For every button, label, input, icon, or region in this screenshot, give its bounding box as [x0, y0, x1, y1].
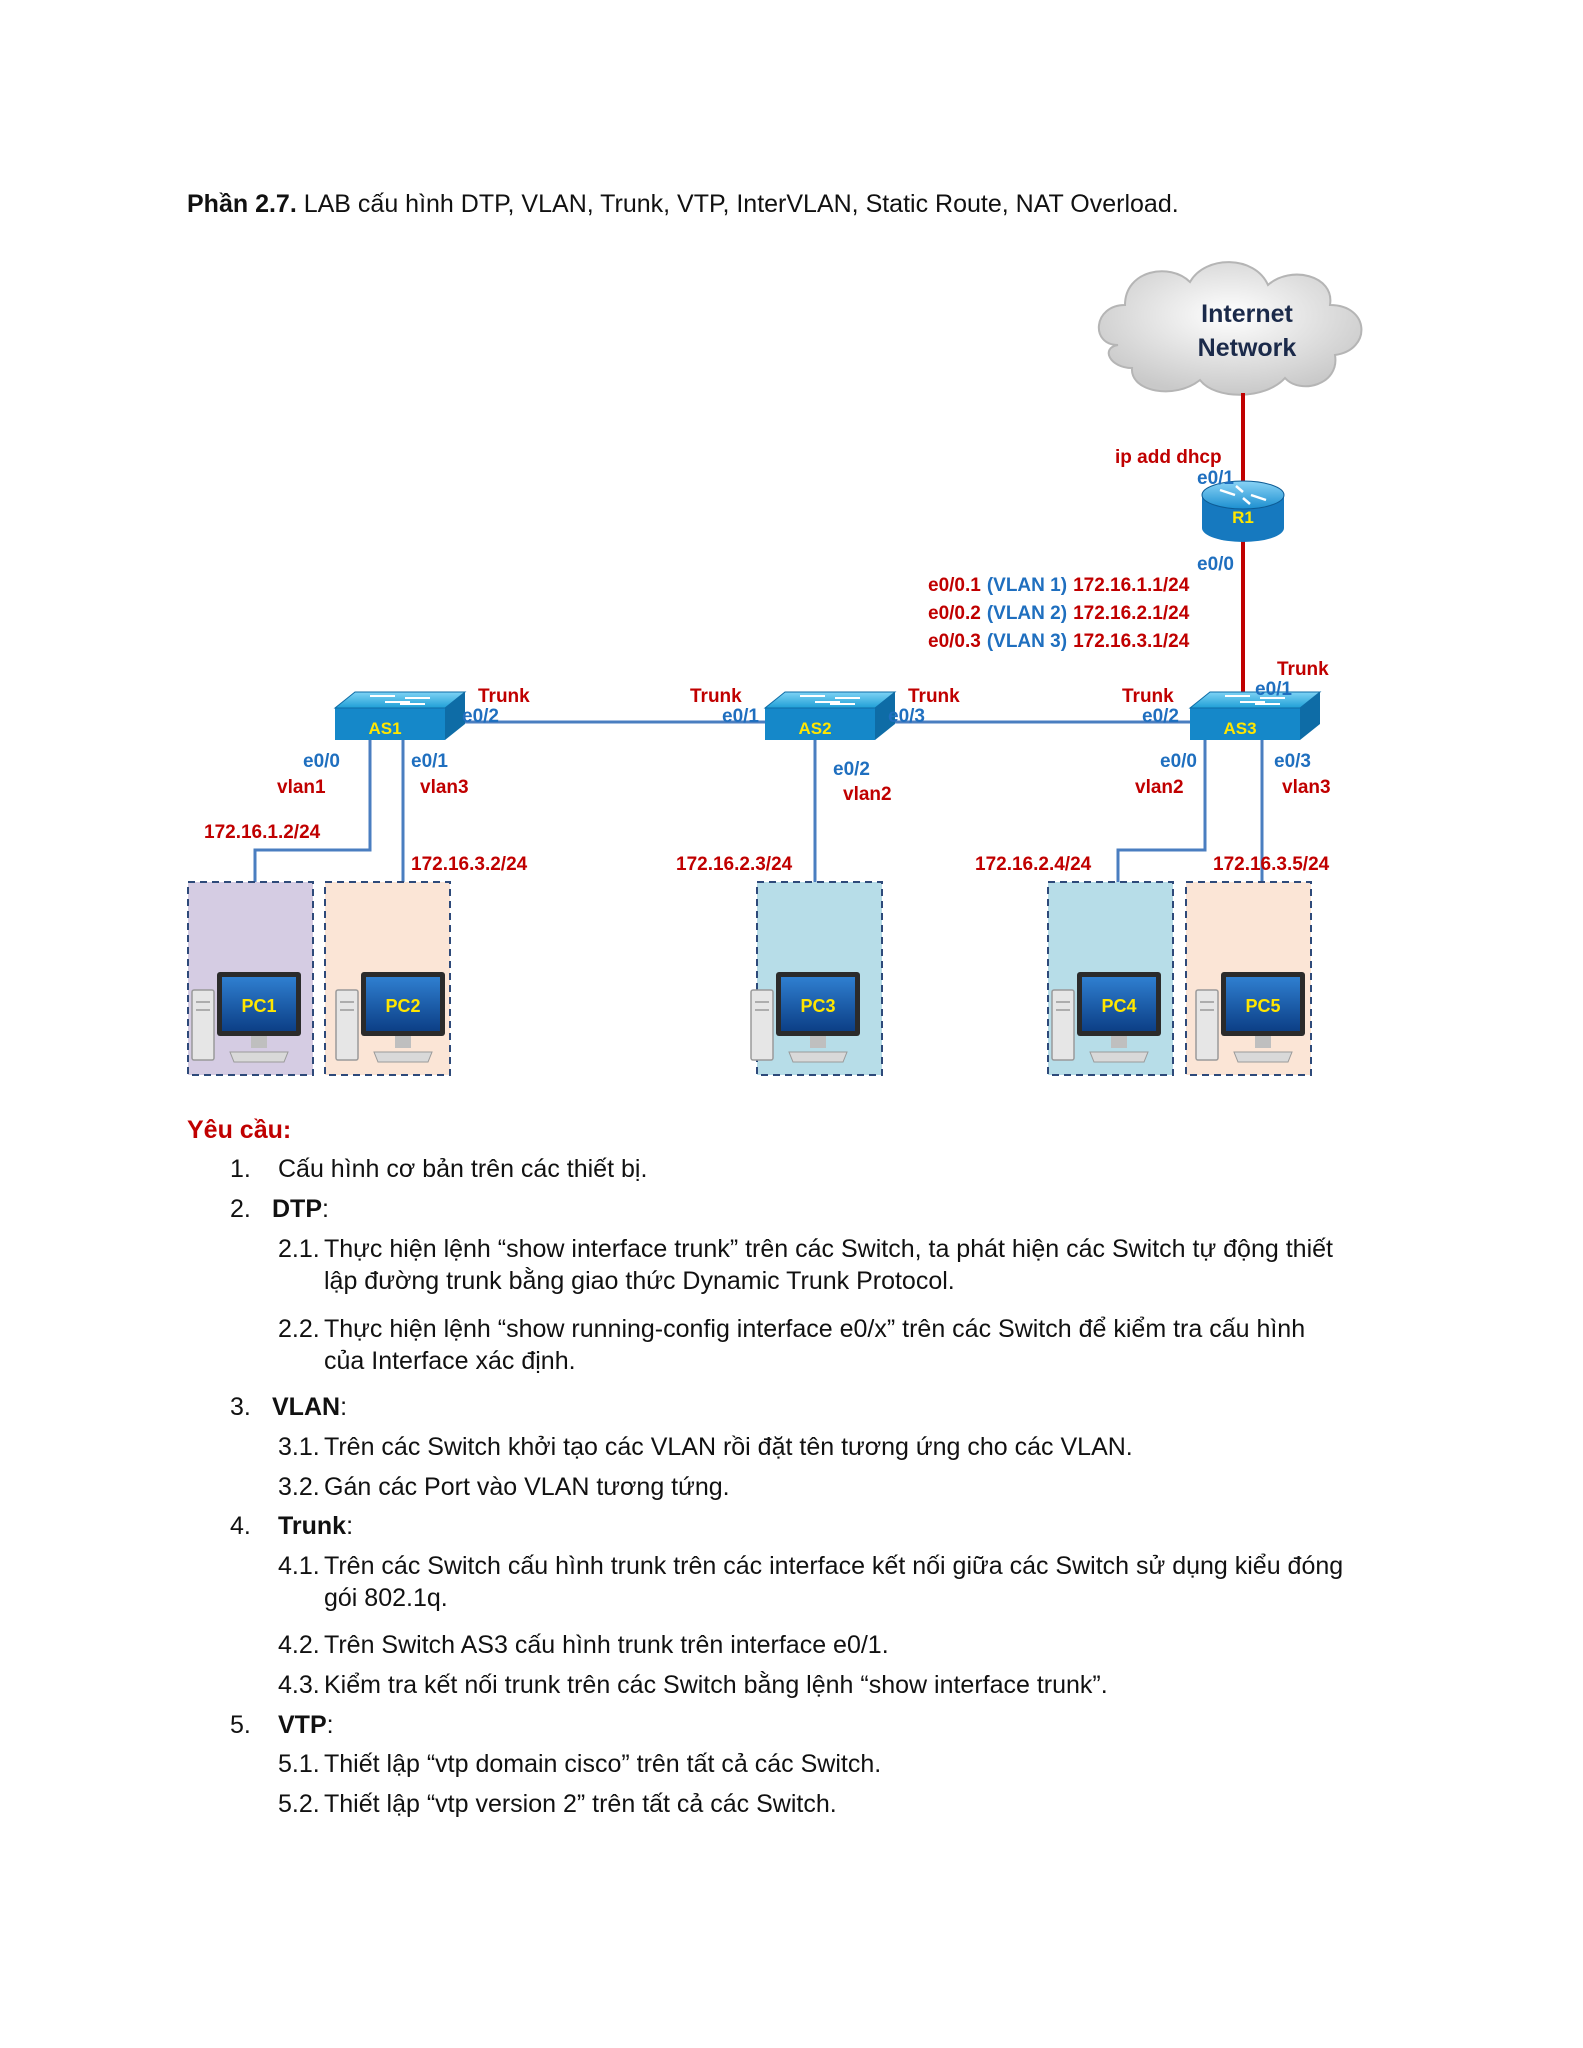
as1-e00-label: e0/0	[303, 751, 340, 772]
svg-text:e0/0.2(VLAN 2)172.16.2.1/24: e0/0.2(VLAN 2)172.16.2.1/24	[928, 603, 1190, 624]
switch-as1-icon: AS1	[333, 691, 467, 740]
req-item-3-1: 3.1.Trên các Switch khởi tạo các VLAN rồ…	[278, 1433, 1133, 1461]
as3-e03-vlan: vlan3	[1282, 777, 1331, 798]
pc1-ip: 172.16.1.2/24	[204, 822, 321, 843]
pc5-icon: PC5	[1195, 971, 1306, 1063]
pc5-label: PC5	[1245, 996, 1280, 1016]
pc2-ip: 172.16.3.2/24	[411, 854, 528, 875]
trunk-label-as3-left: Trunk	[1122, 686, 1174, 707]
switch-as1-label: AS1	[368, 719, 401, 738]
r1-subinterface-3: e0/0.3(VLAN 3)172.16.3.1/24	[928, 631, 1190, 652]
section-heading: Phần 2.7. LAB cấu hình DTP, VLAN, Trunk,…	[187, 190, 1179, 219]
as2-e01-label: e0/1	[722, 706, 759, 727]
svg-text:e0/0.3(VLAN 3)172.16.3.1/24: e0/0.3(VLAN 3)172.16.3.1/24	[928, 631, 1190, 652]
trunk-label-as2-left: Trunk	[690, 686, 742, 707]
pc4-label: PC4	[1101, 996, 1136, 1016]
router-r1-icon: R1	[1201, 480, 1285, 542]
pc1-label: PC1	[241, 996, 276, 1016]
pc5-ip: 172.16.3.5/24	[1213, 854, 1330, 875]
as1-e00-vlan: vlan1	[277, 777, 326, 798]
pc4-icon: PC4	[1051, 971, 1162, 1063]
pc3-ip: 172.16.2.3/24	[676, 854, 793, 875]
r1-lan-interface: e0/0	[1197, 554, 1234, 575]
cloud-label-line2: Network	[1198, 334, 1297, 362]
pc2-icon: PC2	[335, 971, 446, 1063]
as1-e01-label: e0/1	[411, 751, 448, 772]
trunk-label-as1: Trunk	[478, 686, 530, 707]
pc3-label: PC3	[800, 996, 835, 1016]
as3-e01-label: e0/1	[1255, 679, 1292, 700]
switch-as3-icon: AS3	[1188, 691, 1322, 740]
svg-text:e0/0.1(VLAN 1)172.16.1.1/24: e0/0.1(VLAN 1)172.16.1.1/24	[928, 575, 1190, 596]
req-item-2-2: 2.2.Thực hiện lệnh “show running-config …	[278, 1315, 1306, 1375]
pc1-icon: PC1	[191, 971, 302, 1063]
trunk-label-as2-right: Trunk	[908, 686, 960, 707]
as1-e01-vlan: vlan3	[420, 777, 469, 798]
req-item-3: 3.VLAN:	[230, 1393, 348, 1421]
r1-wan-note: ip add dhcp	[1115, 447, 1222, 468]
r1-wan-interface: e0/1	[1197, 468, 1234, 489]
section-title: LAB cấu hình DTP, VLAN, Trunk, VTP, Inte…	[296, 190, 1179, 218]
r1-subinterface-1: e0/0.1(VLAN 1)172.16.1.1/24	[928, 575, 1190, 596]
req-item-4-1: 4.1.Trên các Switch cấu hình trunk trên …	[278, 1552, 1344, 1612]
as3-e02-label: e0/2	[1142, 706, 1179, 727]
switch-as2-label: AS2	[798, 719, 831, 738]
req-item-2-1: 2.1.Thực hiện lệnh “show interface trunk…	[278, 1235, 1333, 1295]
pc4-ip: 172.16.2.4/24	[975, 854, 1092, 875]
as2-e02-vlan: vlan2	[843, 784, 892, 805]
req-item-4-3: 4.3.Kiểm tra kết nối trunk trên các Swit…	[278, 1671, 1108, 1699]
req-item-3-2: 3.2.Gán các Port vào VLAN tương tứng.	[278, 1473, 730, 1501]
req-item-5: 5.VTP:	[230, 1711, 334, 1739]
internet-cloud-icon: Internet Network	[1097, 261, 1363, 396]
as3-e00-vlan: vlan2	[1135, 777, 1184, 798]
req-item-1: 1.Cấu hình cơ bản trên các thiết bị.	[230, 1155, 648, 1183]
cloud-label-line1: Internet	[1201, 300, 1293, 328]
as3-e00-label: e0/0	[1160, 751, 1197, 772]
router-label: R1	[1232, 508, 1254, 527]
req-item-5-1: 5.1.Thiết lập “vtp domain cisco” trên tấ…	[278, 1750, 882, 1778]
r1-subinterface-2: e0/0.2(VLAN 2)172.16.2.1/24	[928, 603, 1190, 624]
section-number: Phần 2.7.	[187, 190, 297, 218]
switch-as2-icon: AS2	[763, 691, 897, 740]
req-item-2: 2.DTP:	[230, 1195, 329, 1223]
req-item-4: 4.Trunk:	[230, 1512, 354, 1540]
req-item-4-2: 4.2.Trên Switch AS3 cấu hình trunk trên …	[278, 1631, 889, 1659]
as2-e02-label: e0/2	[833, 759, 870, 780]
as3-e03-label: e0/3	[1274, 751, 1311, 772]
as1-e02-label: e0/2	[462, 706, 499, 727]
req-item-5-2: 5.2.Thiết lập “vtp version 2” trên tất c…	[278, 1790, 837, 1818]
pc3-icon: PC3	[750, 971, 861, 1063]
as2-e03-label: e0/3	[888, 706, 925, 727]
switch-as3-label: AS3	[1223, 719, 1256, 738]
requirements-title: Yêu cầu:	[187, 1116, 292, 1144]
network-topology-diagram: Internet Network R1 AS1 AS2 AS3	[187, 261, 1363, 1076]
trunk-label-as3-up: Trunk	[1277, 659, 1329, 680]
pc2-label: PC2	[385, 996, 420, 1016]
